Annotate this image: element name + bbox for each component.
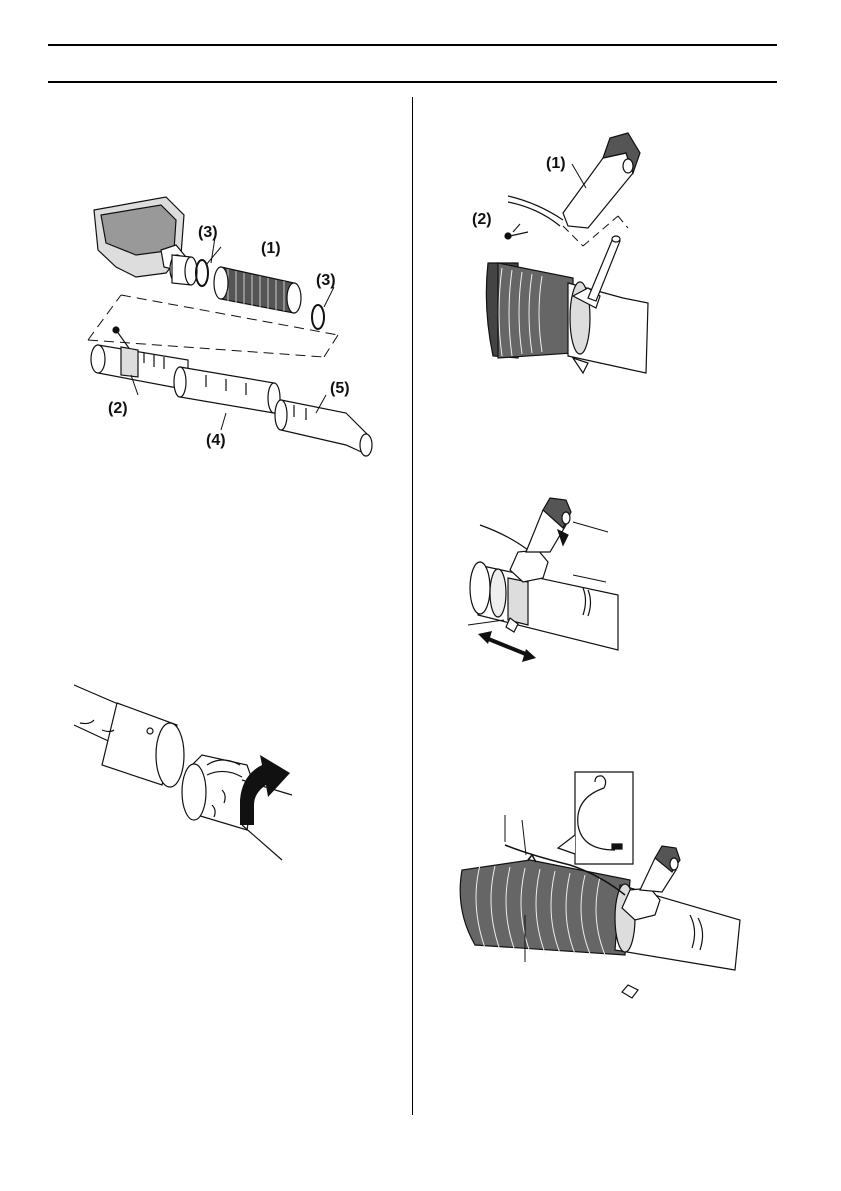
label-part-3-left: (3) [198,224,218,241]
figure-hose-cable-clip [450,770,750,1005]
label-part-3-right: (3) [316,272,336,289]
middle-tube-section [174,367,280,413]
double-arrow-icon [478,631,536,662]
label-handle-part-2: (2) [472,211,492,228]
handle-bar-stub [588,236,620,301]
connector-pipe [172,255,197,285]
figure-handle-slide-adjustment [468,490,633,665]
handle-on-tube [510,498,571,582]
figure-handle-mounting: (1) (2) [488,128,658,388]
tube-left-section [74,685,184,787]
figure-exploded-tube-assembly: (3) (1) (3) (2) (5) (4) [76,195,376,465]
nozzle-tube-section [275,400,372,456]
blower-tube-illustration [486,263,648,373]
header-rule-bottom [48,81,777,83]
flexible-hose-part [214,267,301,313]
column-divider [412,97,413,1115]
cable-clip-inset [558,772,633,864]
header-rule-top [48,44,777,46]
label-part-4: (4) [206,432,226,449]
clamp-ring-right [312,305,324,329]
screw-part [505,232,528,239]
handle-part [508,133,640,228]
clamp-ring-left [196,260,208,286]
label-part-1: (1) [261,240,281,257]
label-part-2: (2) [108,400,128,417]
label-handle-part-1: (1) [546,155,566,172]
hose-illustration [460,860,740,970]
figure-tube-twist-lock [72,685,297,865]
label-part-5: (5) [330,380,350,397]
